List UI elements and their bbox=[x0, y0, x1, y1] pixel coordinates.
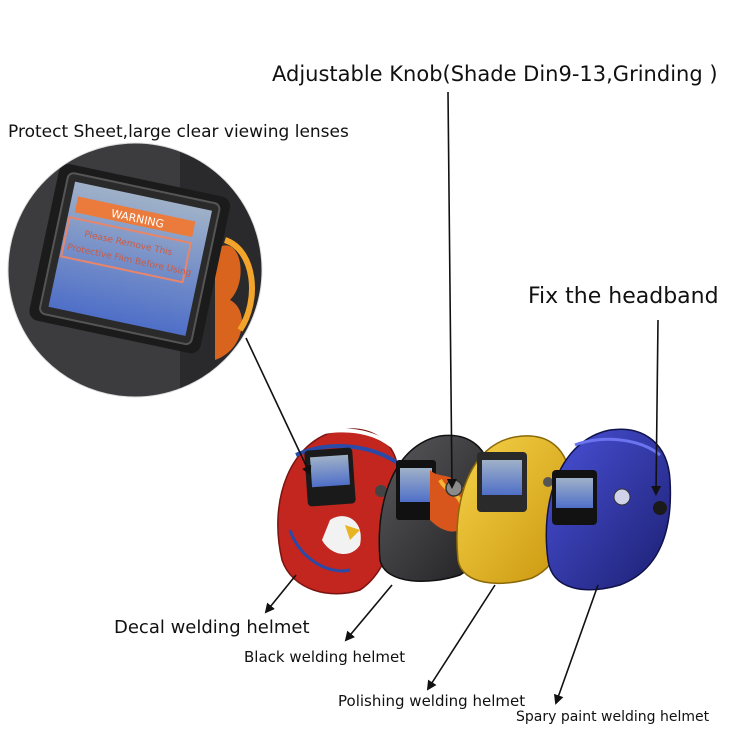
spray-paint-welding-helmet bbox=[545, 428, 672, 591]
zoom-detail-circle: WARNING Please Remove This Protective Fi… bbox=[8, 143, 262, 397]
decal-welding-helmet bbox=[277, 428, 400, 595]
polishing-helmet-label: Polishing welding helmet bbox=[338, 692, 526, 710]
decal-helmet-label: Decal welding helmet bbox=[114, 617, 310, 638]
arrow-polishing bbox=[426, 584, 496, 691]
polishing-welding-helmet bbox=[456, 435, 572, 584]
arrow-decal bbox=[264, 574, 297, 614]
headband-label: Fix the headband bbox=[528, 284, 719, 309]
black-helmet-label: Black welding helmet bbox=[244, 648, 406, 666]
callout-arrows bbox=[245, 91, 662, 705]
knob-label: Adjustable Knob(Shade Din9-13,Grinding ) bbox=[272, 62, 718, 86]
arrow-knob bbox=[446, 91, 457, 489]
arrow-sheet bbox=[245, 337, 312, 476]
arrow-spray bbox=[553, 584, 599, 705]
arrow-black bbox=[344, 584, 393, 642]
spray-helmet-label: Spary paint welding helmet bbox=[516, 709, 710, 725]
arrow-headband bbox=[651, 319, 662, 496]
protect-sheet-label: Protect Sheet,large clear viewing lenses bbox=[8, 122, 349, 142]
